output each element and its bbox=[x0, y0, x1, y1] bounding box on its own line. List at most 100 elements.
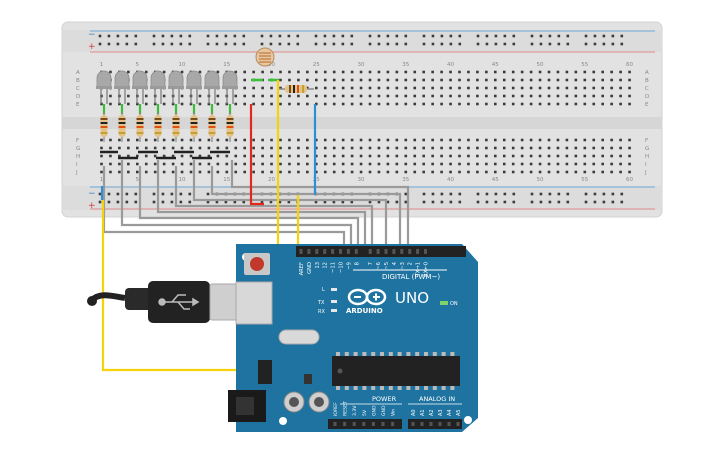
hole bbox=[109, 154, 112, 158]
hole bbox=[297, 146, 300, 150]
resistor-band bbox=[118, 122, 126, 124]
hole bbox=[395, 138, 399, 142]
hole bbox=[377, 154, 381, 158]
hole bbox=[225, 162, 229, 166]
hole bbox=[467, 86, 470, 90]
hole bbox=[404, 146, 408, 150]
hole bbox=[279, 94, 282, 98]
hole bbox=[628, 146, 631, 150]
hole bbox=[332, 162, 336, 166]
rail-hole bbox=[539, 200, 543, 204]
rail-hole bbox=[557, 192, 561, 196]
hole bbox=[422, 170, 425, 174]
hole bbox=[511, 154, 515, 158]
hole bbox=[565, 154, 569, 158]
reset-button[interactable] bbox=[250, 257, 264, 271]
rail-hole bbox=[107, 200, 111, 204]
hole bbox=[538, 86, 542, 90]
hole bbox=[440, 86, 443, 90]
hole bbox=[565, 138, 569, 142]
rail-plus-label-bottom: + bbox=[88, 201, 96, 211]
rail-hole bbox=[260, 34, 264, 38]
hole bbox=[404, 154, 408, 158]
row-letter: I bbox=[76, 162, 78, 168]
hole bbox=[162, 138, 166, 142]
hole bbox=[520, 146, 524, 150]
rail-hole bbox=[593, 192, 597, 196]
hole bbox=[538, 146, 542, 150]
rail-hole bbox=[188, 34, 192, 38]
hole bbox=[368, 70, 372, 74]
hole bbox=[556, 70, 560, 74]
hole bbox=[297, 154, 300, 158]
resistor-band bbox=[100, 122, 108, 124]
hole bbox=[583, 138, 587, 142]
rail-hole bbox=[404, 200, 408, 204]
hole bbox=[243, 78, 246, 82]
hole bbox=[350, 102, 354, 106]
header-pin bbox=[371, 422, 375, 426]
rail-hole bbox=[341, 200, 345, 204]
rail-hole bbox=[242, 200, 246, 204]
hole bbox=[440, 170, 443, 174]
hole bbox=[485, 78, 488, 82]
hole bbox=[556, 154, 560, 158]
hole bbox=[225, 154, 229, 158]
atmega-chip bbox=[332, 356, 460, 386]
hole bbox=[350, 170, 354, 174]
column-number: 5 bbox=[136, 177, 140, 183]
hole bbox=[619, 102, 622, 106]
rail-hole bbox=[386, 42, 390, 46]
hole bbox=[502, 146, 506, 150]
hole bbox=[476, 102, 479, 106]
hole bbox=[341, 78, 345, 82]
column-number: 15 bbox=[223, 62, 230, 68]
rail-hole bbox=[512, 192, 516, 196]
rail-hole bbox=[152, 192, 156, 196]
hole bbox=[520, 138, 524, 142]
resistor-band bbox=[172, 118, 180, 120]
rail-hole bbox=[548, 200, 552, 204]
row-letter: D bbox=[76, 94, 80, 100]
hole bbox=[458, 138, 461, 142]
hole bbox=[368, 78, 372, 82]
chip-pin bbox=[380, 386, 384, 390]
rail-hole bbox=[170, 200, 174, 204]
hole bbox=[198, 170, 202, 174]
led bbox=[222, 70, 238, 89]
digital-header bbox=[296, 246, 466, 257]
rail-hole bbox=[395, 42, 399, 46]
breadboard-labels: 1155101015152020252530303535404045455050… bbox=[75, 62, 649, 183]
rail-hole bbox=[233, 42, 237, 46]
hole bbox=[198, 162, 202, 166]
rail-hole bbox=[377, 200, 381, 204]
hole bbox=[359, 146, 363, 150]
hole bbox=[538, 70, 542, 74]
hole bbox=[297, 170, 300, 174]
hole bbox=[583, 170, 587, 174]
hole bbox=[332, 86, 336, 90]
resistor-band bbox=[172, 126, 180, 128]
hole bbox=[279, 86, 282, 90]
led-rx bbox=[331, 309, 337, 312]
hole bbox=[198, 70, 202, 74]
rail-hole bbox=[476, 200, 480, 204]
hole bbox=[520, 102, 524, 106]
chip-pin bbox=[441, 386, 446, 390]
resistor-band bbox=[136, 132, 144, 134]
hole bbox=[359, 94, 363, 98]
hole bbox=[449, 86, 452, 90]
rail-hole bbox=[512, 200, 516, 204]
hole bbox=[234, 154, 238, 158]
hole bbox=[261, 162, 264, 166]
hole bbox=[359, 78, 363, 82]
hole bbox=[109, 146, 112, 150]
hole bbox=[574, 102, 578, 106]
hole bbox=[592, 102, 596, 106]
rail-hole bbox=[206, 200, 210, 204]
hole bbox=[547, 86, 551, 90]
rail-hole bbox=[206, 42, 210, 46]
column-number: 25 bbox=[313, 177, 320, 183]
hole bbox=[207, 146, 211, 150]
